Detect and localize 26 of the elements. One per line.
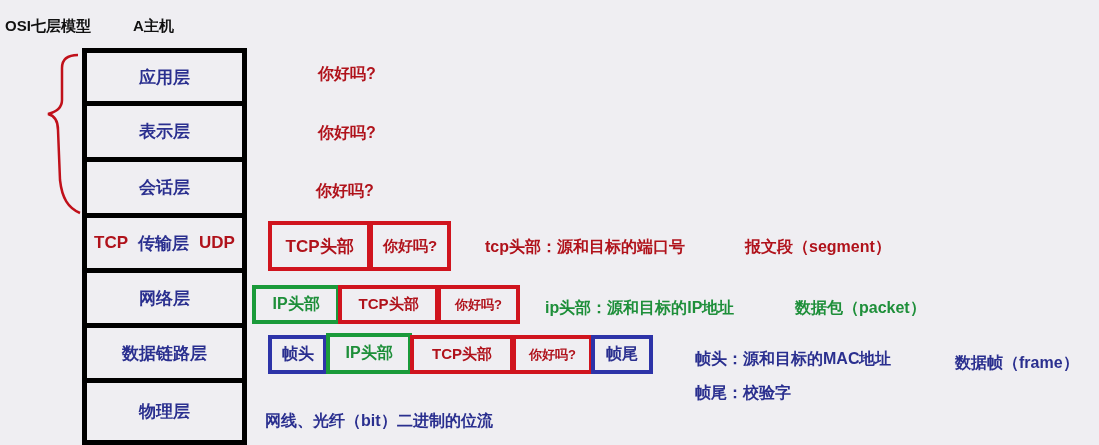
unit-label: 数据包（packet） bbox=[795, 298, 926, 318]
description-text: 帧尾：校验字 bbox=[695, 383, 791, 403]
layer-name: 传输层 bbox=[138, 232, 190, 255]
title: OSI七层模型 bbox=[5, 17, 91, 36]
description-text: ip头部：源和目标的IP地址 bbox=[545, 298, 735, 318]
unit-label: 报文段（segment） bbox=[745, 237, 891, 257]
message-text: 你好吗? bbox=[316, 181, 374, 201]
unit-label: 数据帧（frame） bbox=[955, 353, 1079, 373]
protocol-label: UDP bbox=[199, 233, 235, 253]
data-box: 你好吗? bbox=[437, 285, 520, 324]
header-box: TCP头部 bbox=[268, 221, 371, 271]
message-text: 你好吗? bbox=[318, 64, 376, 84]
host-label: A主机 bbox=[133, 17, 174, 36]
protocol-label: TCP bbox=[94, 233, 129, 253]
description-text: 网线、光纤（bit）二进制的位流 bbox=[265, 411, 493, 431]
header-box: 帧头 bbox=[268, 335, 327, 374]
header-box: TCP头部 bbox=[410, 335, 514, 374]
header-box: TCP头部 bbox=[338, 285, 439, 324]
data-box: 你好吗? bbox=[369, 221, 451, 271]
trailer-box: 帧尾 bbox=[591, 335, 653, 374]
header-box: IP头部 bbox=[252, 285, 340, 324]
description-text: 帧头：源和目标的MAC地址 bbox=[695, 349, 892, 369]
message-text: 你好吗? bbox=[318, 123, 376, 143]
data-box: 你好吗? bbox=[512, 335, 593, 374]
header-box: IP头部 bbox=[326, 333, 412, 374]
description-text: tcp头部：源和目标的端口号 bbox=[485, 237, 685, 257]
